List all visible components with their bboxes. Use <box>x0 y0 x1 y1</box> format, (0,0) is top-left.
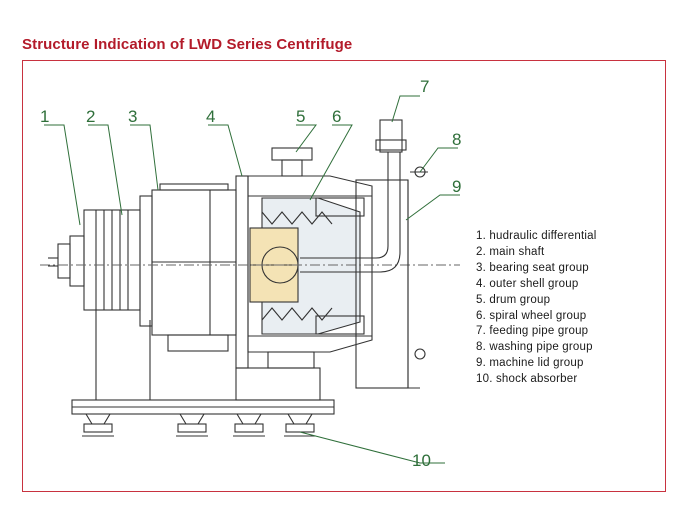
legend-item: 8. washing pipe group <box>476 341 593 354</box>
bearing-seat <box>139 183 237 352</box>
outer-shell <box>235 175 373 401</box>
callout-6: 6 <box>332 107 341 126</box>
legend-item: 9. machine lid group <box>476 357 584 370</box>
feeding-pipe <box>300 119 407 273</box>
legend-item: 7. feeding pipe group <box>476 325 589 338</box>
callout-1: 1 <box>40 107 49 126</box>
legend-item: 1. hudraulic differential <box>476 230 597 242</box>
legend-item: 10. shock absorber <box>476 373 578 386</box>
diagram-frame <box>22 60 666 492</box>
legend-item: 2. main shaft <box>476 245 545 258</box>
legend-item: 6. spiral wheel group <box>476 309 587 322</box>
legend-item: 5. drum group <box>476 293 551 306</box>
legend-item: 3. bearing seat group <box>476 261 589 274</box>
callout-8: 8 <box>452 130 461 149</box>
callout-10: 10 <box>412 451 431 470</box>
legend-item: 4. outer shell group <box>476 277 579 290</box>
parts-legend: 1. hudraulic differential 2. main shaft … <box>476 229 597 388</box>
callout-3: 3 <box>128 107 137 126</box>
callout-5: 5 <box>296 107 305 126</box>
callout-9: 9 <box>452 177 461 196</box>
shock-absorbers <box>82 413 316 437</box>
callout-7: 7 <box>420 77 429 96</box>
callout-2: 2 <box>86 107 95 126</box>
hydraulic-differential <box>48 209 141 311</box>
callout-4: 4 <box>206 107 215 126</box>
diagram-title: Structure Indication of LWD Series Centr… <box>22 36 353 53</box>
machine-lid <box>315 166 428 389</box>
